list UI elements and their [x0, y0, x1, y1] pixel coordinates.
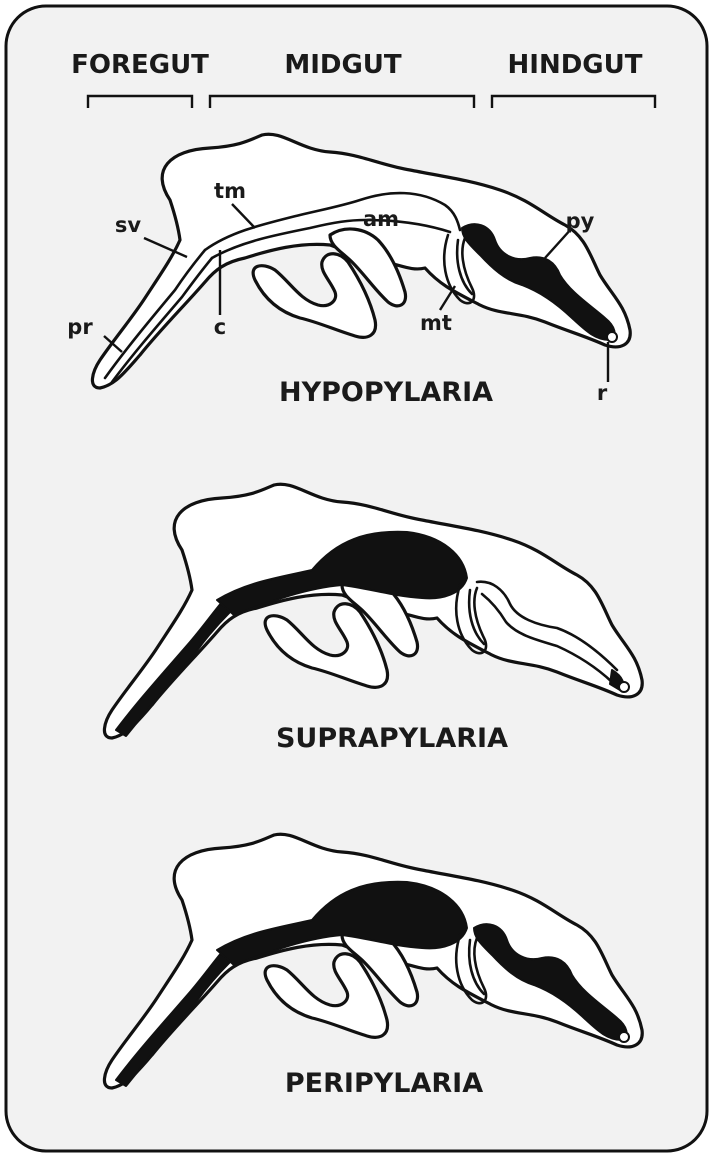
panel-title: PERIPYLARIA	[285, 1068, 483, 1099]
label-mt: mt	[420, 311, 452, 335]
label-pr: pr	[67, 315, 93, 339]
panel-title: SUPRAPYLARIA	[276, 723, 508, 754]
foregut-heading: FOREGUT	[71, 50, 209, 80]
panel-title: HYPOPYLARIA	[279, 377, 493, 408]
label-c: c	[214, 315, 226, 339]
label-sv: sv	[115, 213, 141, 237]
label-py: py	[566, 209, 595, 233]
midgut-heading: MIDGUT	[284, 50, 402, 80]
hindgut-heading: HINDGUT	[508, 50, 643, 80]
label-tm: tm	[214, 179, 246, 203]
label-am: am	[363, 207, 399, 231]
label-r: r	[597, 381, 608, 405]
